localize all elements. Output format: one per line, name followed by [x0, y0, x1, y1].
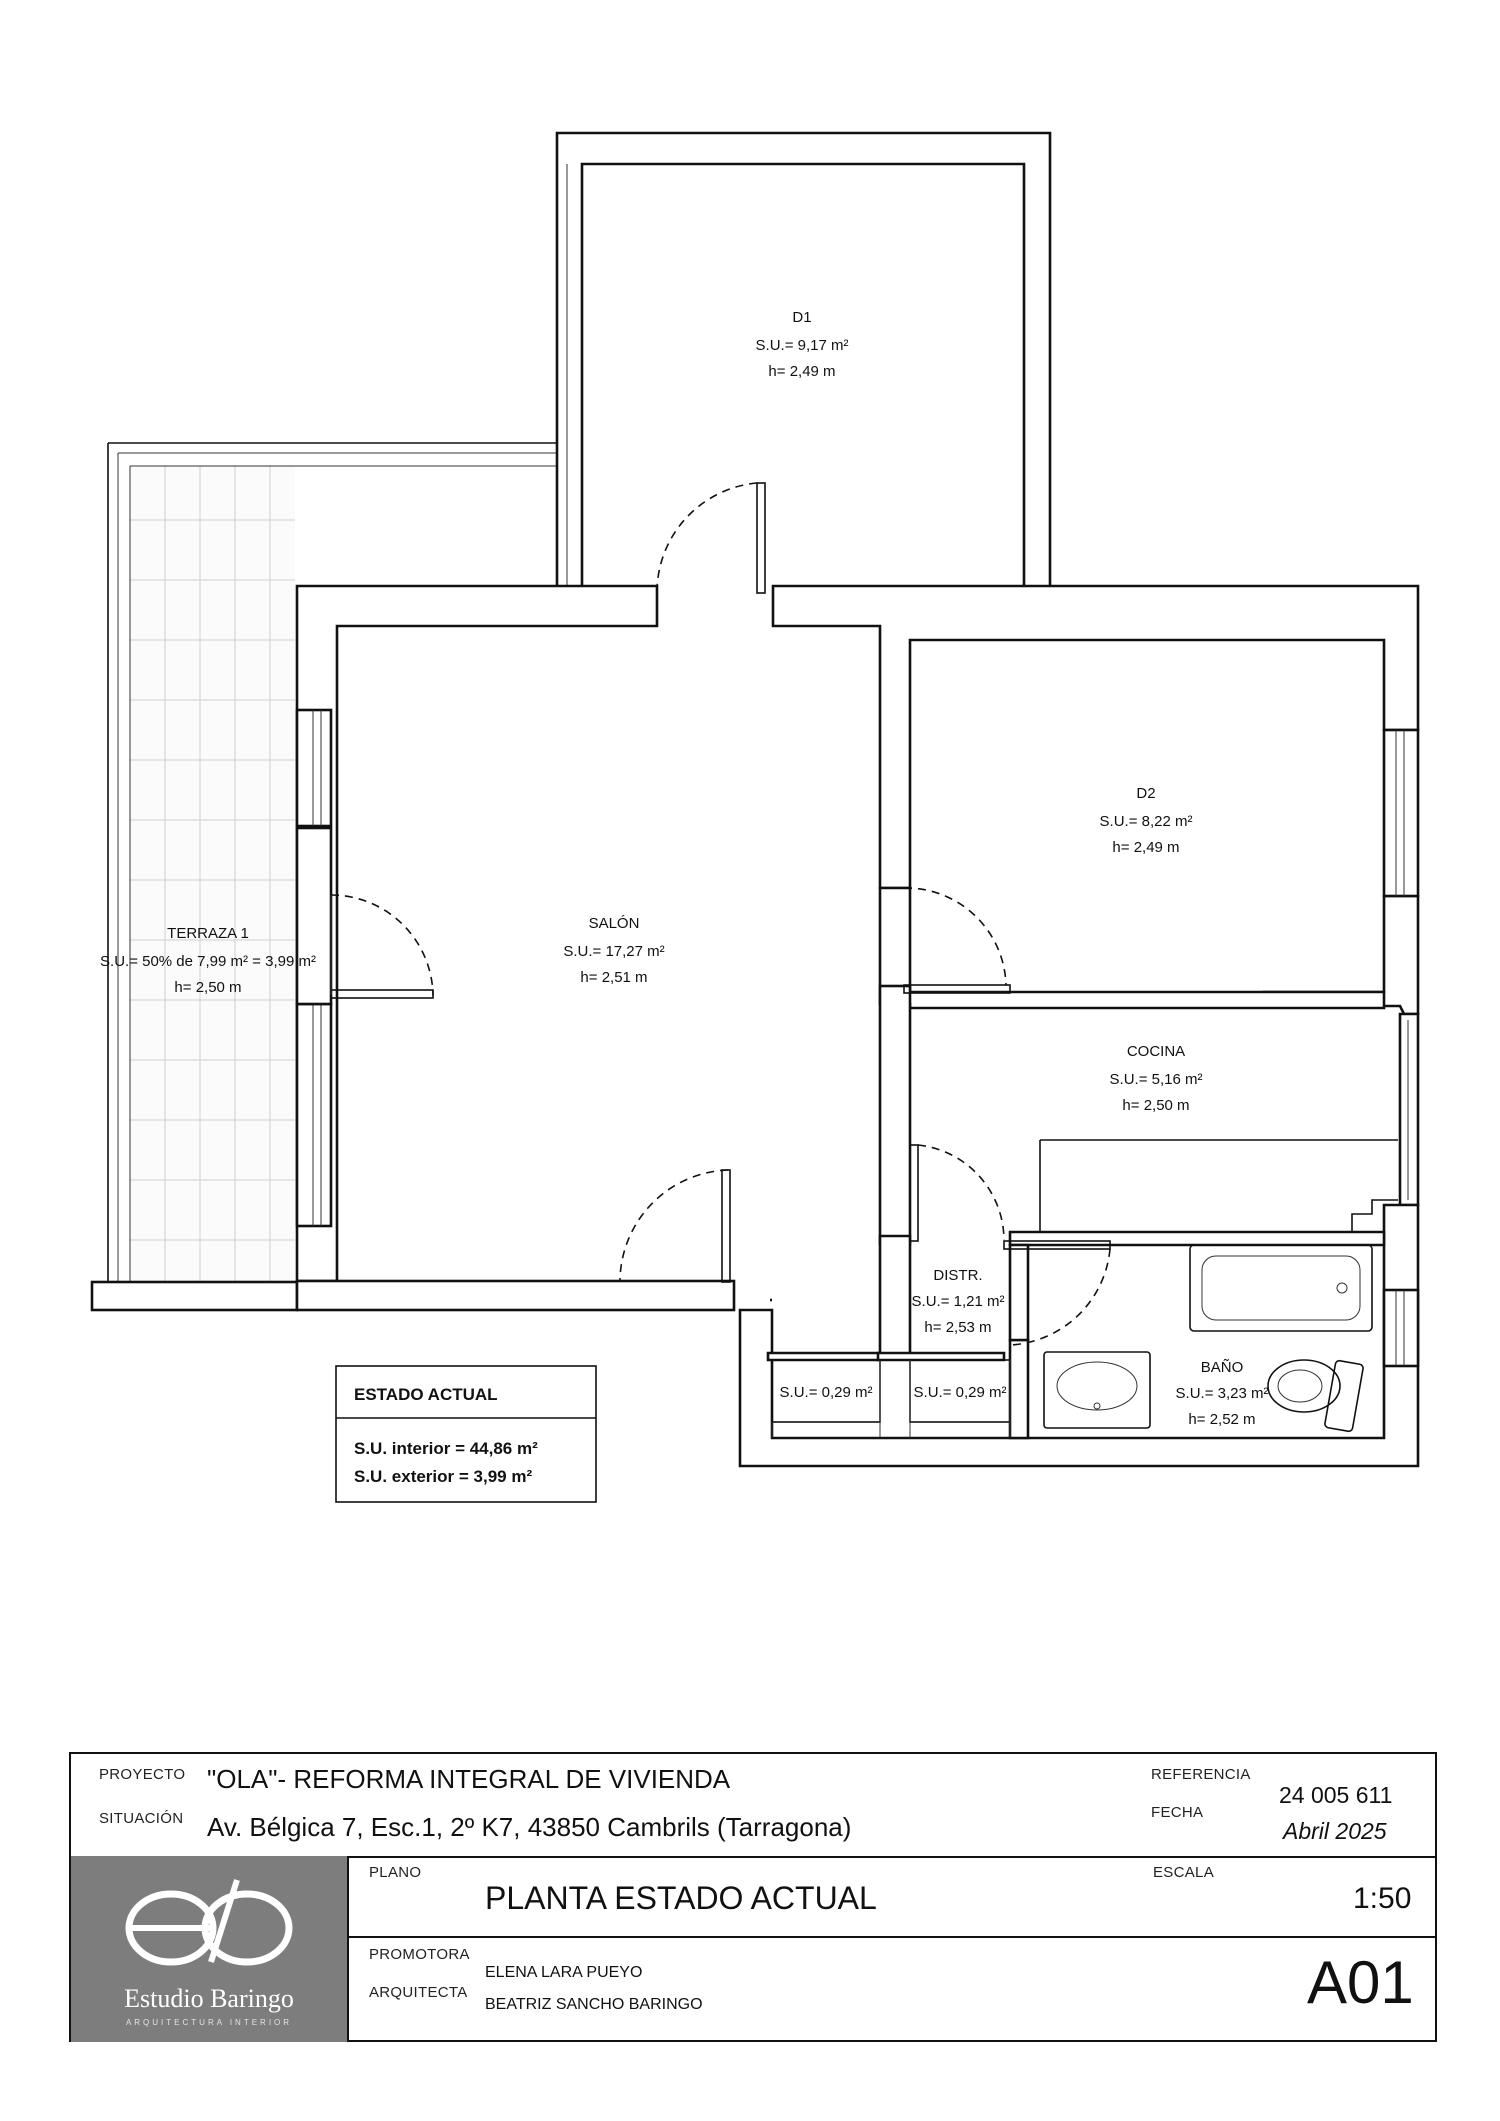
- doors: [330, 482, 1111, 1346]
- promotora-label: PROMOTORA: [369, 1946, 470, 1963]
- closet2-area: S.U.= 0,29 m²: [914, 1384, 1007, 1401]
- title-block-project-row: PROYECTO "OLA"- REFORMA INTEGRAL DE VIVI…: [71, 1754, 1435, 1858]
- studio-logo-icon: [125, 1879, 293, 1966]
- fecha-value: Abril 2025: [1283, 1818, 1387, 1844]
- summary-box: [335, 1365, 597, 1503]
- situacion-label: SITUACIÓN: [99, 1810, 184, 1827]
- escala-label: ESCALA: [1153, 1864, 1214, 1881]
- main-walls: [295, 584, 1420, 1468]
- cocina-name: COCINA: [1127, 1043, 1185, 1060]
- closets: [771, 1245, 1011, 1438]
- distr-height: h= 2,53 m: [924, 1319, 991, 1336]
- title-block-people-row: PROMOTORA ELENA LARA PUEYO ARQUITECTA BE…: [347, 1938, 1437, 2042]
- sheet-number: A01: [1307, 1949, 1414, 2016]
- situacion-value: Av. Bélgica 7, Esc.1, 2º K7, 43850 Cambr…: [207, 1812, 852, 1842]
- bano-height: h= 2,52 m: [1188, 1411, 1255, 1428]
- salon-name: SALÓN: [589, 915, 640, 932]
- proyecto-value: "OLA"- REFORMA INTEGRAL DE VIVIENDA: [207, 1764, 731, 1794]
- d2-area: S.U.= 8,22 m²: [1100, 813, 1193, 830]
- studio-logo-subtitle: ARQUITECTURA INTERIOR: [125, 2018, 293, 2027]
- d2-height: h= 2,49 m: [1112, 839, 1179, 856]
- proyecto-label: PROYECTO: [99, 1766, 186, 1783]
- terrace-tiles: [130, 466, 295, 1281]
- summary-exterior: S.U. exterior = 3,99 m²: [354, 1467, 532, 1486]
- promotora-value: ELENA LARA PUEYO: [485, 1964, 643, 1981]
- studio-logo: Estudio Baringo ARQUITECTURA INTERIOR: [71, 1856, 349, 2042]
- plano-label: PLANO: [369, 1864, 422, 1881]
- d1-height: h= 2,49 m: [768, 363, 835, 380]
- cocina-area: S.U.= 5,16 m²: [1110, 1071, 1203, 1088]
- terraza-name: TERRAZA 1: [167, 925, 249, 942]
- d1-walls: [555, 131, 1052, 590]
- terrace-railing: [90, 442, 557, 1312]
- terraza-height: h= 2,50 m: [174, 979, 241, 996]
- windows: [295, 708, 1420, 1368]
- escala-value: 1:50: [1353, 1882, 1412, 1915]
- title-block: PROYECTO "OLA"- REFORMA INTEGRAL DE VIVI…: [69, 1752, 1437, 2042]
- bano-area: S.U.= 3,23 m²: [1176, 1385, 1269, 1402]
- salon-height: h= 2,51 m: [580, 969, 647, 986]
- salon-area: S.U.= 17,27 m²: [563, 943, 664, 960]
- bano-name: BAÑO: [1201, 1359, 1244, 1376]
- room-labels: D1 S.U.= 9,17 m² h= 2,49 m D2 S.U.= 8,22…: [100, 309, 1268, 1428]
- referencia-value: 24 005 611: [1279, 1782, 1393, 1808]
- terraza-area: S.U.= 50% de 7,99 m² = 3,99 m²: [100, 953, 316, 970]
- closet1-area: S.U.= 0,29 m²: [780, 1384, 873, 1401]
- floor-plan: D1 S.U.= 9,17 m² h= 2,49 m D2 S.U.= 8,22…: [90, 131, 1420, 1503]
- arquitecta-label: ARQUITECTA: [369, 1984, 468, 2001]
- referencia-label: REFERENCIA: [1151, 1766, 1251, 1783]
- title-block-plano-row: PLANO PLANTA ESTADO ACTUAL ESCALA 1:50: [347, 1856, 1437, 1938]
- d1-area: S.U.= 9,17 m²: [756, 337, 849, 354]
- d2-name: D2: [1136, 785, 1155, 802]
- summary-title: ESTADO ACTUAL: [354, 1385, 498, 1404]
- partitions: [766, 886, 1398, 1440]
- d1-name: D1: [792, 309, 811, 326]
- arquitecta-value: BEATRIZ SANCHO BARINGO: [485, 1996, 703, 2013]
- cocina-height: h= 2,50 m: [1122, 1097, 1189, 1114]
- studio-logo-name: Estudio Baringo: [124, 1984, 294, 2013]
- plano-value: PLANTA ESTADO ACTUAL: [485, 1880, 877, 1916]
- distr-name: DISTR.: [933, 1267, 982, 1284]
- distr-area: S.U.= 1,21 m²: [912, 1293, 1005, 1310]
- bath-fixtures: [1043, 1244, 1373, 1433]
- summary-interior: S.U. interior = 44,86 m²: [354, 1439, 538, 1458]
- fecha-label: FECHA: [1151, 1804, 1204, 1821]
